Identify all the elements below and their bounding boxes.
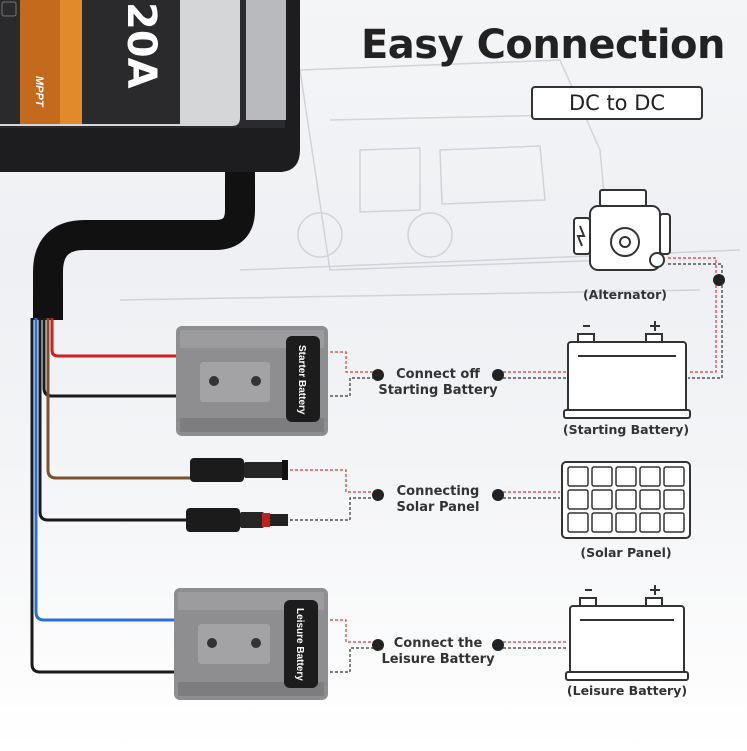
- starter-plug-label: Starter Battery: [296, 345, 307, 415]
- leisure-plug: [174, 588, 328, 700]
- solar-cell: [567, 466, 589, 487]
- amperage-label: 20A: [118, 2, 164, 89]
- solar-cell: [663, 512, 685, 533]
- page-title: Easy Connection: [360, 22, 726, 68]
- alternator-caption: (Alternator): [582, 287, 668, 302]
- solar-cell: [639, 512, 661, 533]
- red-wire: [50, 318, 180, 358]
- connection-label-line1: Connect off: [396, 367, 480, 382]
- black-wire-starter: [42, 318, 180, 398]
- connection-label-leisure: Connect the Leisure Battery: [372, 636, 504, 668]
- blue-wire: [34, 318, 178, 622]
- solar-panel-caption: (Solar Panel): [580, 545, 672, 560]
- connection-label-line2: Starting Battery: [378, 383, 498, 398]
- dashed-links: [290, 257, 723, 673]
- connection-label-line2: Solar Panel: [396, 500, 480, 515]
- solar-cell: [615, 489, 637, 510]
- solar-cells: [567, 466, 685, 533]
- solar-cell: [591, 466, 613, 487]
- solar-cell: [663, 466, 685, 487]
- connection-dots: [372, 274, 725, 651]
- solar-cell: [639, 466, 661, 487]
- solar-cell: [591, 512, 613, 533]
- solar-cell: [591, 489, 613, 510]
- solar-cell: [615, 512, 637, 533]
- solar-cell: [615, 466, 637, 487]
- solar-cell: [567, 512, 589, 533]
- connection-label-solar: Connecting Solar Panel: [372, 484, 504, 516]
- connection-label-line1: Connecting: [396, 484, 480, 499]
- solar-cell: [567, 489, 589, 510]
- starting-battery-icon: [563, 321, 691, 419]
- starting-battery-caption: (Starting Battery): [562, 422, 690, 437]
- connection-label-line1: Connect the: [393, 636, 483, 651]
- wires: [30, 318, 194, 674]
- brown-wire: [46, 318, 194, 480]
- connection-label-starting: Connect off Starting Battery: [372, 367, 504, 399]
- black-wire-solar: [38, 318, 188, 522]
- solar-cell: [663, 489, 685, 510]
- solar-cell: [639, 489, 661, 510]
- solar-connector-top: [190, 458, 288, 482]
- black-wire-leisure: [30, 318, 178, 674]
- leisure-battery-icon: [565, 585, 689, 681]
- brand-label: MPPT: [33, 76, 45, 107]
- connection-label-line2: Leisure Battery: [381, 652, 495, 667]
- leisure-battery-caption: (Leisure Battery): [566, 683, 688, 698]
- leisure-plug-label: Leisure Battery: [294, 607, 305, 681]
- controller-device: [0, 0, 300, 320]
- solar-connector-bottom: [186, 508, 288, 532]
- subtitle-badge: DC to DC: [531, 86, 703, 120]
- alternator-icon: [573, 189, 671, 271]
- starter-plug: [176, 326, 328, 436]
